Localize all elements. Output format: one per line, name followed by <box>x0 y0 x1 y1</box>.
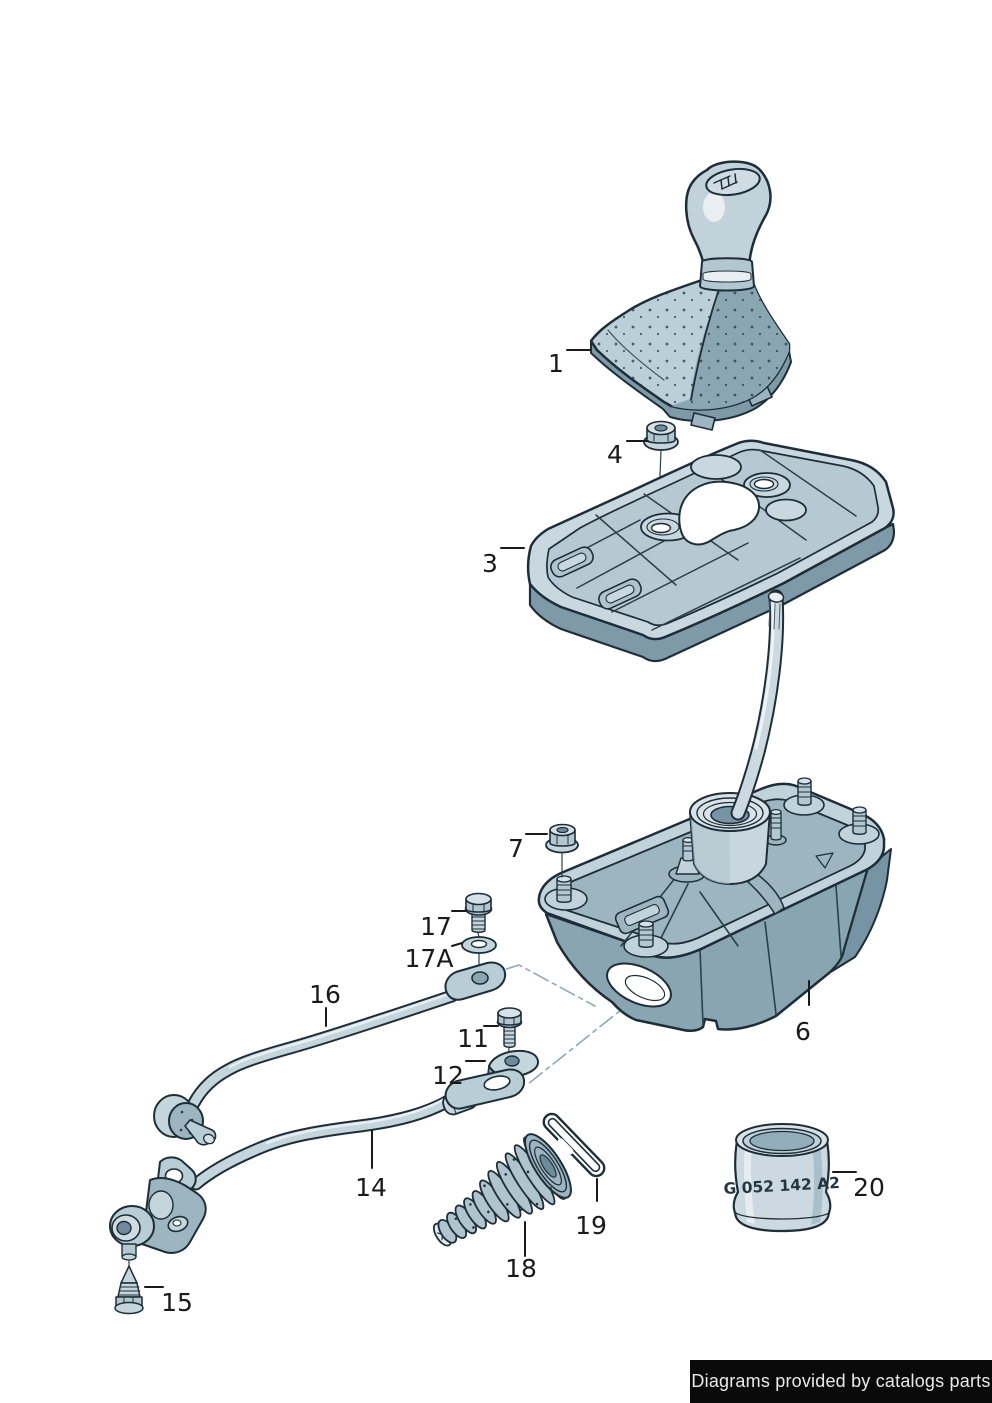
gear-knob <box>685 160 772 278</box>
callout-16: 16 <box>309 980 341 1009</box>
shift-mechanism-housing <box>537 589 892 1032</box>
callout-4: 4 <box>607 440 623 469</box>
callout-17: 17 <box>420 912 452 941</box>
plate-slots <box>550 546 642 610</box>
callout-12: 12 <box>432 1061 464 1090</box>
gear-oil-canister-20: G 052 142 A2 <box>723 1123 840 1233</box>
callout-numbers: 1 3 4 6 7 11 12 14 15 16 17 17A 18 19 20 <box>161 349 885 1317</box>
boot-texture-dots <box>454 1158 552 1229</box>
callout-7: 7 <box>508 834 524 863</box>
callout-14: 14 <box>355 1173 387 1202</box>
bolt-17 <box>464 892 493 976</box>
shift-lever-shaft <box>730 589 785 821</box>
rod-bushing <box>153 1094 217 1146</box>
footer-credit-text: Diagrams provided by catalogs parts <box>691 1371 991 1391</box>
callout-1: 1 <box>548 349 564 378</box>
callout-18: 18 <box>505 1254 537 1283</box>
mounting-plate <box>526 439 896 663</box>
screw-15 <box>114 1265 144 1315</box>
callout-3: 3 <box>482 549 498 578</box>
bellows-boot-18 <box>432 1133 572 1247</box>
selector-rod-14 <box>109 1068 526 1267</box>
callout-11: 11 <box>457 1024 489 1053</box>
callout-19: 19 <box>575 1211 607 1240</box>
gear-knob-and-boot <box>589 160 792 431</box>
footer-credit-bar: Diagrams provided by catalogs parts <box>690 1360 992 1403</box>
leader-line-17a <box>451 942 463 947</box>
boot-tab <box>690 412 716 431</box>
lever-bearing-tower <box>689 792 771 885</box>
shift-pattern-icon <box>713 173 738 190</box>
securing-clip-19 <box>542 1112 606 1178</box>
washer-17a <box>461 936 497 954</box>
callout-17a: 17A <box>405 944 454 973</box>
leader-lines <box>144 349 857 1288</box>
callout-15: 15 <box>161 1288 193 1317</box>
callout-6: 6 <box>795 1017 811 1046</box>
selector-rod-16 <box>153 961 507 1146</box>
universal-joint <box>109 1156 207 1267</box>
callout-20: 20 <box>853 1173 885 1202</box>
nut-7 <box>545 823 579 878</box>
